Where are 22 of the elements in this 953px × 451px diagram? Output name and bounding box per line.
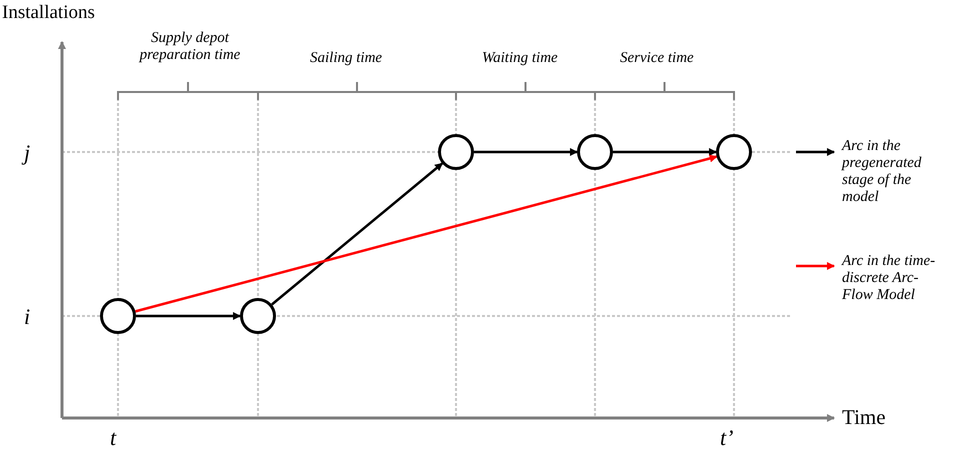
interval-label: Waiting time: [482, 50, 558, 67]
arrow: [135, 154, 718, 313]
state-circle: [577, 134, 613, 170]
interval-label: Service time: [620, 50, 694, 67]
arrow: [474, 148, 578, 156]
legend-label: Arc in the pregenerated stage of the model: [842, 138, 922, 206]
legend-label: Arc in the time-discrete Arc-Flow Model: [842, 253, 936, 304]
interval-label: Sailing time: [310, 50, 382, 67]
interval-label: Supply depot preparation time: [138, 30, 242, 64]
state-circle: [100, 298, 136, 334]
state-circle: [240, 298, 276, 334]
axis-tick-label: t: [110, 425, 116, 451]
arrow: [271, 162, 443, 306]
state-circle: [438, 134, 474, 170]
axis-title: Time: [842, 405, 886, 430]
axis-tick-label: i: [24, 304, 30, 330]
axis-tick-label: j: [24, 140, 30, 166]
axis-tick-label: t’: [720, 425, 734, 451]
state-circle: [716, 134, 752, 170]
arrow: [613, 148, 717, 156]
arrow: [136, 312, 241, 320]
axis-title: Installations: [2, 2, 95, 24]
